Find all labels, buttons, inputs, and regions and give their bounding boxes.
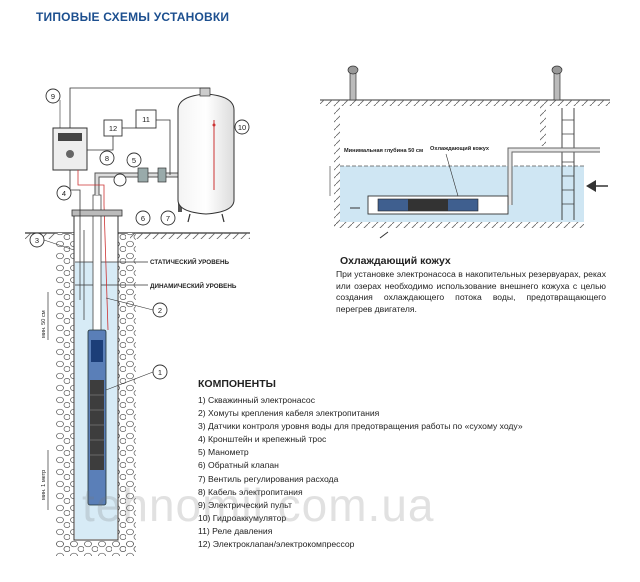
min-depth-label: мин. 50 см bbox=[41, 310, 47, 338]
static-level-label: СТАТИЧЕСКИЙ УРОВЕНЬ bbox=[150, 257, 229, 266]
check-valve bbox=[137, 167, 149, 183]
component-item: 3) Датчики контроля уровня воды для пред… bbox=[198, 421, 523, 432]
pressure-tank bbox=[177, 93, 235, 215]
svg-text:3: 3 bbox=[35, 236, 39, 245]
svg-text:4: 4 bbox=[62, 189, 66, 198]
component-item: 2) Хомуты крепления кабеля электропитани… bbox=[198, 408, 380, 419]
component-item: 11) Реле давления bbox=[198, 525, 273, 536]
dynamic-level-label: ДИНАМИЧЕСКИЙ УРОВЕНЬ bbox=[150, 281, 237, 290]
well-scheme: мин. 50 см мин. 1 метр СТАТИЧЕСКИЙ УРОВЕ… bbox=[25, 87, 250, 556]
cooling-jacket-title: Охлаждающий кожух bbox=[340, 255, 451, 267]
svg-text:9: 9 bbox=[51, 92, 55, 101]
component-item: 9) Электрический пульт bbox=[198, 499, 292, 510]
gravel-right bbox=[118, 233, 136, 553]
components-list: 1) Скважинный электронасос 2) Хомуты кре… bbox=[198, 394, 523, 551]
flow-valve bbox=[157, 167, 167, 183]
min-depth-tank-label: Минимальная глубина 50 см bbox=[344, 147, 423, 154]
component-item: 10) Гидроаккумулятор bbox=[198, 512, 287, 523]
components-title: КОМПОНЕНТЫ bbox=[198, 378, 276, 390]
page-title: ТИПОВЫЕ СХЕМЫ УСТАНОВКИ bbox=[36, 10, 230, 24]
svg-text:7: 7 bbox=[166, 214, 170, 223]
cooling-jacket-description: При установке электронасоса в накопитель… bbox=[336, 269, 606, 314]
svg-text:1: 1 bbox=[158, 368, 162, 377]
svg-text:5: 5 bbox=[132, 156, 136, 165]
svg-text:8: 8 bbox=[105, 154, 109, 163]
svg-text:12: 12 bbox=[109, 124, 117, 133]
watermark: tehnomil.com.ua bbox=[82, 479, 435, 531]
manometer-gauge bbox=[113, 173, 127, 187]
pressure-switch-box bbox=[135, 109, 157, 129]
jacket-callout-label: Охлаждающий кожух bbox=[430, 145, 490, 152]
component-item: 1) Скважинный электронасос bbox=[198, 395, 315, 405]
reservoir-scheme: Минимальная глубина 50 см Охлаждающий ко… bbox=[320, 65, 610, 239]
component-item: 5) Манометр bbox=[198, 447, 249, 458]
component-item: 6) Обратный клапан bbox=[198, 460, 279, 471]
component-item: 8) Кабель электропитания bbox=[198, 486, 303, 497]
callout-markers: 9 10 12 11 8 5 4 6 7 3 2 1 bbox=[29, 88, 250, 391]
component-item: 4) Кронштейн и крепежный трос bbox=[198, 434, 327, 445]
svg-text:10: 10 bbox=[238, 123, 246, 132]
svg-text:11: 11 bbox=[142, 115, 150, 124]
svg-text:2: 2 bbox=[158, 306, 162, 315]
min-bottom-label: мин. 1 метр bbox=[41, 470, 47, 500]
svg-text:6: 6 bbox=[141, 214, 145, 223]
component-item: 7) Вентиль регулирования расхода bbox=[198, 473, 339, 484]
gravel-bottom bbox=[56, 540, 136, 556]
gravel-left bbox=[56, 233, 74, 553]
component-item: 12) Электроклапан/электрокомпрессор bbox=[198, 539, 355, 550]
